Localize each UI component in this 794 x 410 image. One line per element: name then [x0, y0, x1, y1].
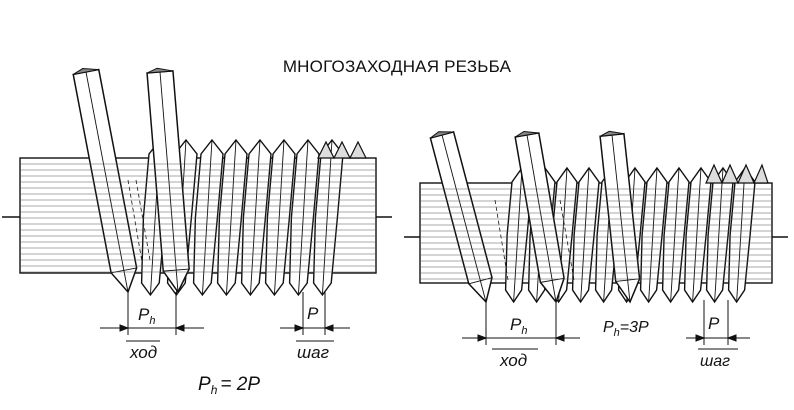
right-lead-dimension	[462, 300, 580, 345]
right-cutter-head	[599, 130, 625, 137]
right-shag-label: шаг	[700, 353, 730, 370]
right-thread-fin-crest	[692, 167, 702, 303]
right-thread-teeth	[705, 163, 769, 185]
left-thread-diagram: Ph ход P шаг Ph= 2P	[2, 67, 392, 397]
right-pitch-label: P	[708, 314, 720, 333]
left-thread-fin-crest	[201, 139, 213, 296]
left-thread-fin-crest	[225, 139, 237, 296]
left-cutter-head	[146, 67, 174, 74]
diagram-title: МНОГОЗАХОДНАЯ РЕЗЬБА	[282, 57, 512, 76]
right-lead-label: Ph	[510, 315, 527, 337]
right-pitch-dimension	[686, 300, 750, 345]
left-hod-label: ход	[129, 343, 157, 362]
left-shag-label: шаг	[297, 343, 329, 362]
left-thread-fin-crest	[249, 139, 261, 296]
right-cutter-tip-line	[468, 277, 493, 285]
left-thread-fin-crest	[321, 139, 333, 296]
right-thread-fin-crest	[513, 167, 523, 303]
right-cutting-tools	[429, 130, 641, 304]
left-thread-fin-crest	[297, 139, 309, 296]
right-cutter-head	[430, 131, 454, 139]
left-thread-fin-crest	[273, 139, 285, 296]
right-formula: Ph=3P	[603, 319, 649, 339]
right-cutter-edge	[441, 134, 487, 303]
right-thread-fin-crest	[670, 167, 680, 303]
left-formula: Ph= 2P	[198, 374, 260, 397]
left-lead-dimension	[100, 292, 204, 335]
left-cutter-head	[72, 68, 99, 75]
left-thread-teeth	[317, 140, 367, 160]
left-pitch-label: P	[307, 304, 319, 323]
left-pitch-dimension	[280, 292, 350, 335]
left-lead-label: Ph	[138, 305, 155, 327]
right-thread-fin-crest	[648, 167, 658, 303]
right-cutter-edge	[526, 134, 557, 303]
right-thread-fin-crest	[580, 167, 590, 303]
left-cutting-tools	[72, 67, 190, 294]
left-cutter-tip-line	[163, 268, 190, 272]
right-thread-diagram: Ph ход Ph=3P P шаг	[404, 130, 788, 370]
right-thread-fin-crest	[714, 167, 724, 303]
right-cutter-head	[514, 130, 539, 138]
right-thread-fin-crest	[736, 167, 746, 303]
right-hod-label: ход	[499, 351, 527, 370]
right-cutter-edge	[611, 134, 631, 303]
